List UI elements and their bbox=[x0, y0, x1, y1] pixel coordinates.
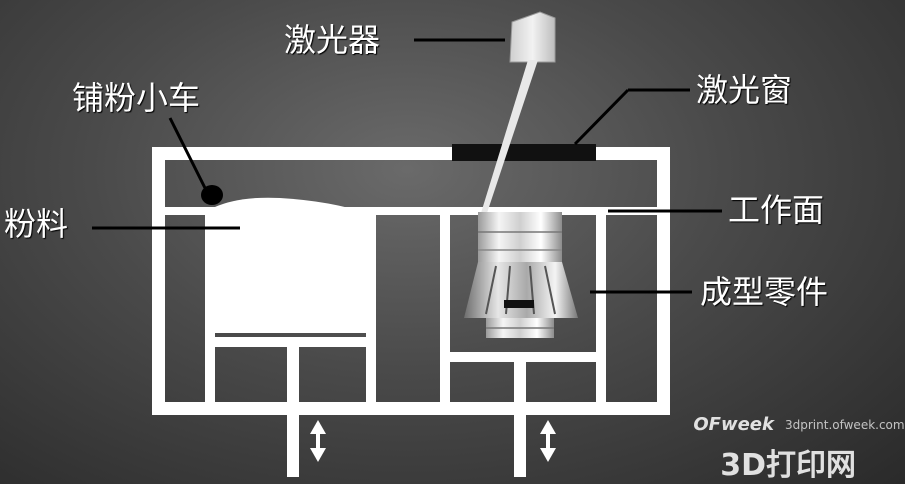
powder-heap bbox=[215, 197, 366, 333]
build-cylinder bbox=[440, 207, 606, 402]
laser-beam bbox=[481, 60, 538, 213]
label-spreader: 铺粉小车 bbox=[72, 79, 201, 117]
label-laser: 激光器 bbox=[284, 21, 381, 59]
powder-piston-motion-arrow bbox=[310, 420, 326, 462]
powder-piston bbox=[215, 337, 366, 477]
build-piston bbox=[450, 352, 596, 477]
label-laser-window: 激光窗 bbox=[696, 71, 793, 109]
leader-lines bbox=[92, 38, 722, 294]
spreader-roller bbox=[201, 185, 223, 205]
formed-part bbox=[464, 212, 578, 338]
build-piston-motion-arrow bbox=[540, 420, 556, 462]
laser-device bbox=[509, 11, 556, 63]
watermark-site: 3D打印网 bbox=[720, 448, 856, 483]
watermark-url: 3dprint.ofweek.com bbox=[785, 418, 905, 432]
powder-cylinder bbox=[205, 207, 376, 402]
watermark-brand: OFweek bbox=[693, 414, 774, 435]
label-part: 成型零件 bbox=[700, 273, 829, 311]
label-work-surface: 工作面 bbox=[728, 191, 825, 229]
work-surface-line bbox=[165, 207, 657, 215]
laser-window bbox=[452, 144, 596, 161]
label-powder: 粉料 bbox=[4, 205, 69, 243]
